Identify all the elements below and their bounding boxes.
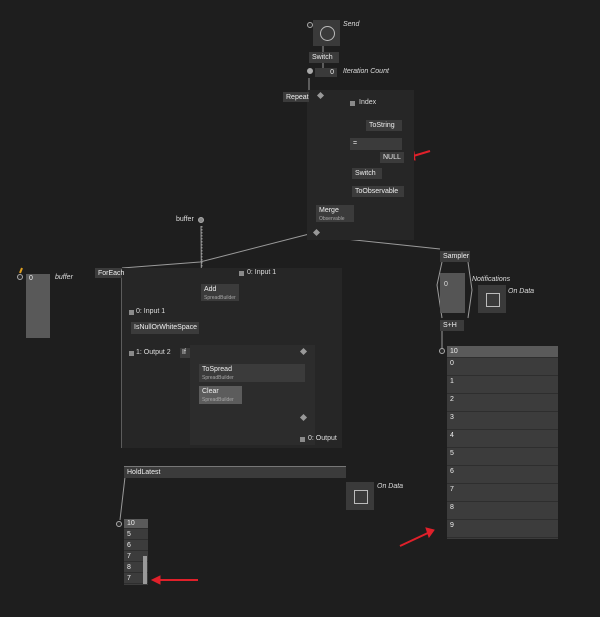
list-item[interactable]: 7	[447, 484, 558, 502]
output0-pin	[300, 437, 305, 442]
tostring-node[interactable]: ToString	[366, 120, 402, 131]
tospread-label: ToSpread	[202, 366, 232, 373]
buffer-output-pin[interactable]	[198, 217, 204, 223]
list-item[interactable]: 8	[447, 502, 558, 520]
sampler-value-text: 0	[444, 281, 448, 288]
on-data-bottom-box[interactable]	[346, 482, 374, 510]
sampler-value-box[interactable]: 0	[440, 273, 465, 313]
sampler-node[interactable]: Sampler	[440, 251, 470, 262]
merge-node[interactable]: Merge Observable	[316, 205, 354, 222]
buffer-output-label: buffer	[176, 216, 194, 223]
list-item[interactable]: 2	[447, 394, 558, 412]
list-item[interactable]: 7	[124, 573, 148, 584]
input1-left-pin	[129, 310, 134, 315]
null-node[interactable]: NULL	[380, 152, 404, 163]
bottom-spread-list[interactable]: 10 5 6 7 8 7	[124, 519, 148, 585]
list-item[interactable]: 5	[447, 448, 558, 466]
iteration-count-value[interactable]: 0	[315, 68, 337, 77]
bottom-list-pin[interactable]	[116, 521, 122, 527]
buffer-pad-value[interactable]: 0	[26, 274, 50, 338]
buffer-pad-text: 0	[29, 275, 33, 282]
list-item[interactable]: 1	[447, 376, 558, 394]
list-item[interactable]: 0	[447, 358, 558, 376]
send-label: Send	[343, 21, 360, 28]
iteration-pin[interactable]	[307, 68, 313, 74]
list-item[interactable]: 10	[124, 519, 148, 529]
bottom-list-scrollbar[interactable]	[143, 556, 147, 584]
list-item[interactable]: 6	[447, 466, 558, 484]
list-item[interactable]: 10	[447, 346, 558, 358]
send-pin[interactable]	[307, 22, 313, 28]
clear-node[interactable]: Clear SpreadBuilder	[199, 386, 242, 404]
foreach-node[interactable]: ForEach	[95, 268, 124, 278]
output0-label: 0: Output	[308, 435, 337, 442]
clear-sub: SpreadBuilder	[202, 397, 234, 403]
output2-pin	[129, 351, 134, 356]
list-item[interactable]: 7	[124, 551, 148, 562]
if-node[interactable]: If	[180, 348, 190, 358]
list-item[interactable]: 3	[447, 412, 558, 430]
input1-left-label: 0: Input 1	[136, 308, 166, 315]
list-item[interactable]: 4	[447, 430, 558, 448]
bang-circle-icon	[320, 26, 335, 41]
add-node[interactable]: Add SpreadBuilder	[201, 284, 239, 301]
input1-top-pin	[239, 271, 244, 276]
list-item[interactable]: 6	[124, 540, 148, 551]
clear-label: Clear	[202, 388, 219, 395]
equals-node[interactable]: =	[350, 138, 402, 150]
buffer-pad-pin[interactable]	[17, 274, 23, 280]
merge-label: Merge	[319, 207, 339, 214]
on-data-right-label: On Data	[508, 288, 535, 295]
on-data-bottom-label: On Data	[377, 483, 404, 490]
buffer-pad-label: buffer	[55, 274, 73, 281]
holdlatest-node[interactable]: HoldLatest	[124, 466, 346, 478]
square-icon	[486, 293, 500, 307]
right-spread-list[interactable]: 10 0 1 2 3 4 5 6 7 8 9	[447, 346, 558, 539]
index-label: Index	[359, 99, 377, 106]
switch-node-repeat[interactable]: Switch	[352, 168, 382, 179]
list-item[interactable]: 5	[124, 529, 148, 540]
switch-node-top[interactable]: Switch	[309, 52, 339, 63]
input1-top-label: 0: Input 1	[247, 269, 277, 276]
tospread-sub: SpreadBuilder	[202, 375, 234, 381]
isnullorwhitespace-node[interactable]: IsNullOrWhiteSpace	[131, 322, 199, 334]
send-bang-button[interactable]	[313, 20, 340, 46]
square-icon	[354, 490, 368, 504]
add-label: Add	[204, 286, 217, 293]
add-sub: SpreadBuilder	[204, 295, 236, 301]
iteration-count-label: Iteration Count	[343, 68, 389, 75]
right-list-pin[interactable]	[439, 348, 445, 354]
notifications-on-data-box[interactable]	[478, 285, 506, 313]
index-pin	[350, 101, 355, 106]
toobservable-node[interactable]: ToObservable	[352, 186, 404, 197]
merge-sub: Observable	[319, 216, 345, 222]
tospread-node[interactable]: ToSpread SpreadBuilder	[199, 364, 305, 382]
repeat-node[interactable]: Repeat	[283, 92, 309, 102]
sh-node[interactable]: S+H	[440, 320, 464, 331]
list-item[interactable]: 8	[124, 562, 148, 573]
list-item[interactable]: 9	[447, 520, 558, 538]
output2-label: 1: Output 2	[136, 349, 171, 356]
notifications-label: Notifications	[472, 276, 511, 283]
